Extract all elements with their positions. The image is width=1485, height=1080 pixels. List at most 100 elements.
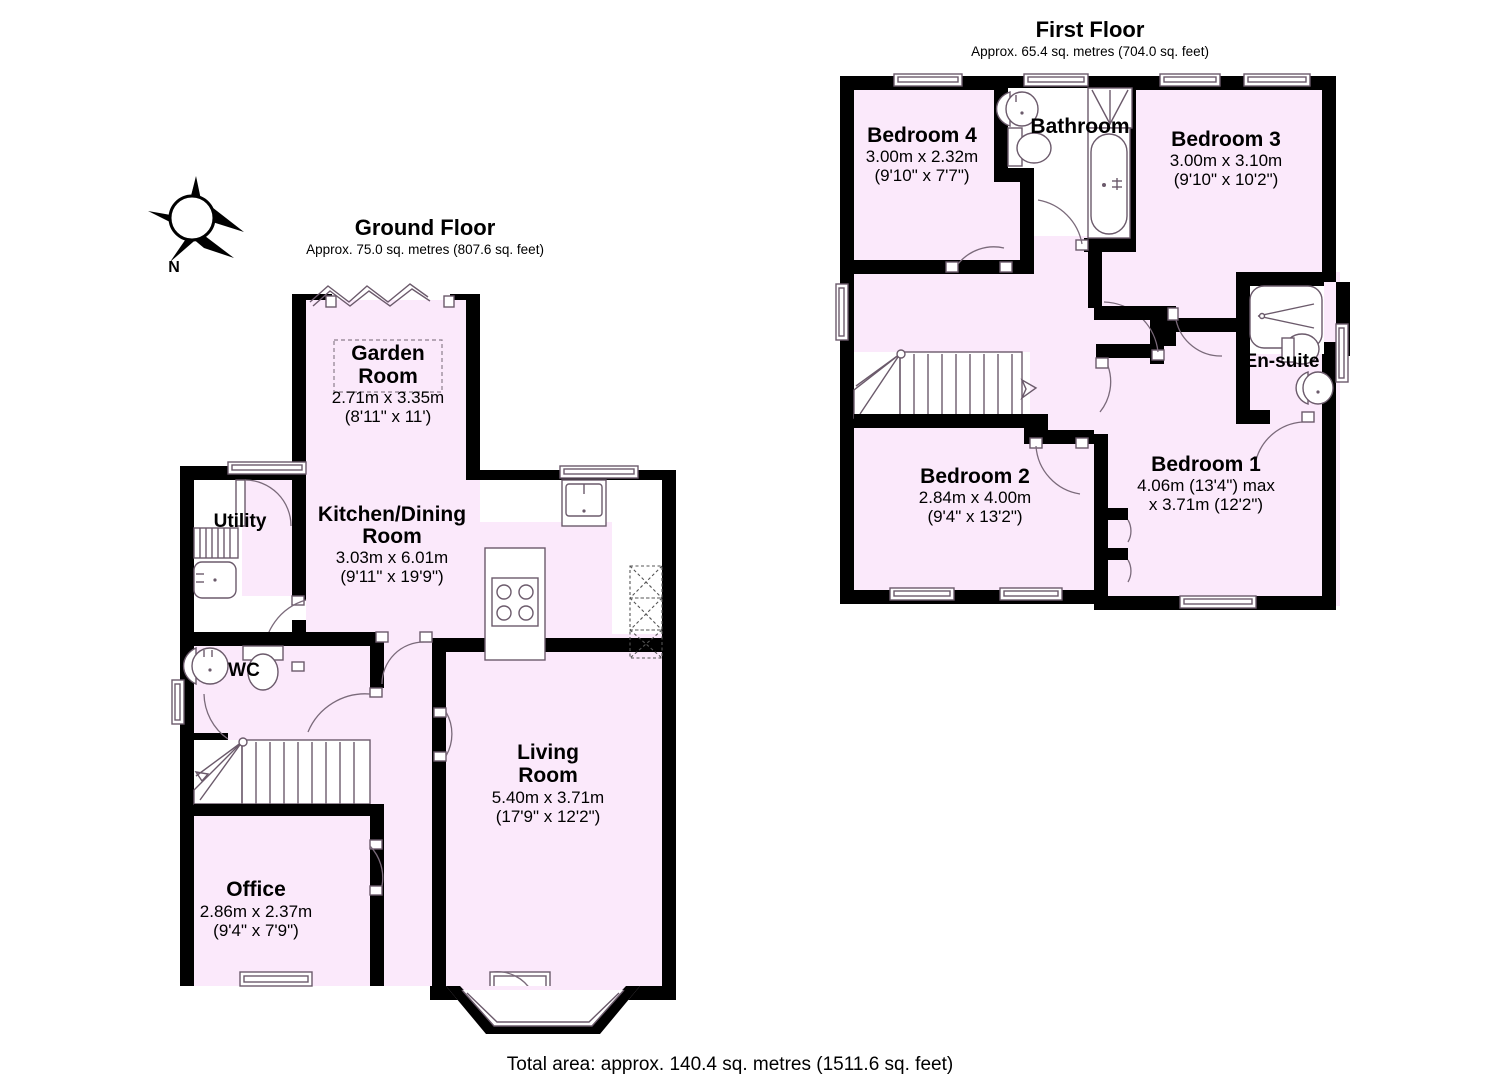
kitchen-window-pane	[563, 468, 635, 475]
stairs-direction-arrow	[194, 771, 210, 783]
bedroom-2-dim-metric: 2.84m x 4.00m	[919, 488, 1031, 507]
bathroom-door-swing	[1037, 199, 1083, 245]
kitchen-dim-metric: 3.03m x 6.01m	[336, 548, 448, 567]
living-door-jamb-bottom	[433, 751, 447, 762]
wall-ff-middle-vertical	[1094, 434, 1108, 610]
ff-window-landing-left	[835, 283, 849, 341]
first-floor-title: First Floor	[1036, 17, 1145, 42]
ff-window-bed3-b	[1243, 73, 1311, 87]
office-dim-metric: 2.86m x 2.37m	[200, 902, 312, 921]
bedroom-2-label: Bedroom 2	[920, 465, 1030, 488]
landing-door-swing-b	[1175, 319, 1223, 357]
bedroom-3-dim-imperial: (9'10" x 10'2")	[1174, 170, 1279, 189]
bedroom-2-dim-imperial: (9'4" x 13'2")	[927, 507, 1022, 526]
wall-ensuite-bottom	[1236, 410, 1270, 424]
garden-room-dim-metric: 2.71m x 3.35m	[332, 388, 444, 407]
bathroom-bathtub	[1090, 133, 1128, 235]
bed2-door-jamb-b	[1075, 437, 1089, 449]
ff-window-bed2-b	[999, 587, 1063, 601]
wall-garden-left	[292, 294, 306, 484]
bed1-door-swing	[1099, 365, 1112, 413]
wall-stairs-bottom	[194, 804, 384, 816]
wc-door-jamb	[369, 687, 383, 698]
office-door-jamb-bottom	[369, 885, 383, 896]
bedroom-4-dim-metric: 3.00m x 2.32m	[866, 147, 978, 166]
hall-living-floor	[194, 652, 662, 986]
garden-door-jamb-right	[443, 295, 455, 308]
wall-bed3-right	[1236, 272, 1250, 420]
wall-utility-right-upper	[292, 480, 306, 600]
garden-room-label-line1: Garden	[351, 342, 425, 365]
wall-bathroom-bottom	[1084, 238, 1136, 252]
office-door-jamb-top	[369, 839, 383, 850]
compass-north-label: N	[168, 259, 180, 276]
wall-wc-right	[370, 632, 384, 688]
ensuite-cistern	[1281, 337, 1295, 363]
kitchen-hall-jamb-a	[375, 631, 389, 643]
first-floor-subtitle: Approx. 65.4 sq. metres (704.0 sq. feet)	[971, 44, 1209, 59]
wall-landing-bottom	[854, 414, 1024, 428]
wall-ground-left	[180, 466, 194, 986]
garden-door-jamb-left	[325, 295, 337, 308]
hall-window-pane	[174, 683, 181, 721]
bed1-door-jamb-a	[1095, 357, 1109, 369]
bedroom-1-dim-imperial: x 3.71m (12'2")	[1149, 495, 1263, 514]
ff-window-bed4	[893, 73, 963, 87]
kitchen-label-line2: Room	[362, 525, 422, 548]
ff-window-bed3-a	[1159, 73, 1221, 87]
kitchen-counter-right	[612, 522, 662, 634]
utility-door-leaf	[235, 479, 246, 527]
wall-bed4-bottom	[854, 260, 1034, 274]
ff-window-bathroom	[1023, 73, 1089, 87]
bathroom-door-jamb-a	[1075, 239, 1089, 251]
kitchen-door-jamb-a	[291, 595, 305, 606]
bed2-door-swing	[1035, 445, 1081, 495]
kitchen-label-line1: Kitchen/Dining	[318, 503, 466, 526]
garden-room-dim-imperial: (8'11" x 11')	[345, 407, 432, 426]
front-door-swing	[203, 693, 229, 740]
bathroom-label: Bathroom	[1030, 115, 1129, 138]
first-floor-group: First Floor Approx. 65.4 sq. metres (704…	[835, 17, 1350, 610]
landing-door-jamb-c	[1167, 307, 1179, 321]
ensuite-door-jamb	[1301, 411, 1315, 423]
kitchen-hall-jamb-b	[419, 631, 433, 643]
living-door-jamb-top	[433, 707, 447, 718]
wall-ff-right-lower	[1322, 342, 1336, 610]
ff-window-ensuite	[1335, 323, 1349, 383]
kitchen-dim-imperial: (9'11" x 19'9")	[340, 567, 443, 586]
bedroom-3-dim-metric: 3.00m x 3.10m	[1170, 151, 1282, 170]
bedroom-1-label: Bedroom 1	[1151, 453, 1261, 476]
living-room-label-line1: Living	[517, 741, 579, 764]
living-room-dim-metric: 5.40m x 3.71m	[492, 788, 604, 807]
garden-room-label-line2: Room	[358, 365, 418, 388]
compass-rose-icon: N	[148, 176, 244, 276]
bed1-wardrobe-nub-a	[1094, 508, 1128, 520]
wc-pan	[247, 653, 279, 691]
wall-landing-top-right	[1094, 306, 1176, 320]
ground-floor-subtitle: Approx. 75.0 sq. metres (807.6 sq. feet)	[306, 242, 544, 257]
bedroom-4-label: Bedroom 4	[867, 124, 977, 147]
living-room-label-line2: Room	[518, 764, 578, 787]
total-area-label: Total area: approx. 140.4 sq. metres (15…	[507, 1054, 953, 1075]
ensuite-basin	[1302, 371, 1334, 405]
office-label: Office	[226, 878, 286, 901]
ff-newel-post	[896, 349, 906, 359]
bed1-wardrobe-swing-b	[1127, 559, 1132, 583]
garden-room-label-box	[333, 339, 443, 393]
garden-roof-line-inner	[312, 288, 431, 307]
wall-ff-right-upper	[1322, 76, 1336, 282]
wall-garden-right	[466, 294, 480, 484]
utility-door-swing	[244, 479, 292, 527]
wall-bed4-right-lower	[1020, 168, 1034, 262]
wall-living-left-top	[432, 638, 446, 654]
kitchen-hall-door-swing	[381, 641, 425, 685]
bed4-door-jamb-a	[945, 261, 959, 273]
kitchen-hob	[491, 577, 539, 627]
kitchen-tiled-area	[629, 565, 663, 659]
stairs-treads	[255, 742, 355, 804]
utility-label: Utility	[214, 511, 267, 532]
ground-floor-title: Ground Floor	[355, 215, 496, 240]
ground-floor-group: Ground Floor Approx. 75.0 sq. metres (80…	[171, 215, 676, 1034]
wall-living-left	[432, 652, 446, 986]
